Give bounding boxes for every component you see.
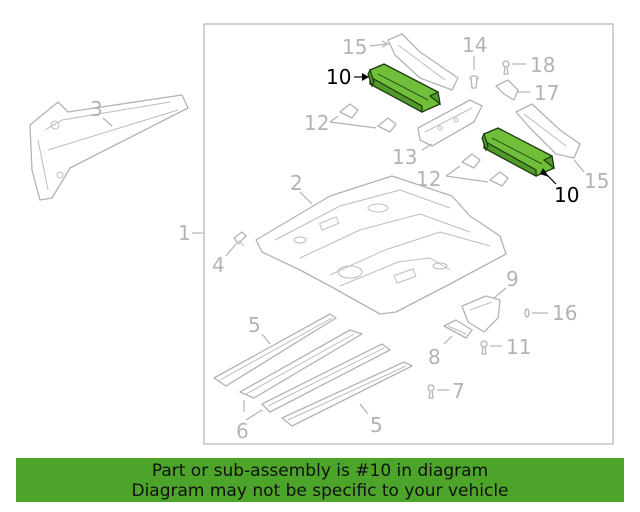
callout-10-top: 10 (326, 65, 351, 89)
leader-13 (421, 143, 433, 151)
part-4-clip (233, 231, 247, 247)
part-3-side-panel (29, 94, 189, 201)
part-16-bolt (524, 308, 530, 318)
callout-3: 3 (90, 97, 103, 121)
leader-10-top-arrow (362, 73, 369, 81)
part-5-rail-top (213, 313, 337, 387)
leader-4 (225, 243, 237, 257)
callout-2: 2 (290, 171, 303, 195)
leader-12-top (329, 115, 377, 129)
part-12-brackets-top (339, 103, 397, 133)
callout-6: 6 (236, 419, 249, 443)
banner-line-1: Part or sub-assembly is #10 in diagram (151, 461, 489, 481)
leader-9 (493, 287, 507, 299)
callout-8: 8 (428, 345, 441, 369)
part-2-floor-pan (255, 175, 507, 315)
part-8-plate (443, 319, 473, 339)
callout-12-top: 12 (304, 111, 329, 135)
part-12-brackets-right (461, 153, 509, 187)
leader-15-right (573, 159, 585, 173)
callout-14: 14 (462, 33, 487, 57)
leader-3 (102, 117, 113, 127)
parts-diagram: 3 1 15 10 14 18 17 (29, 23, 614, 445)
leader-15-top (369, 43, 387, 47)
part-10-bracket-top (367, 63, 441, 114)
leader-5-top (261, 333, 271, 345)
callout-18: 18 (530, 53, 555, 77)
callout-13: 13 (392, 145, 417, 169)
part-15-top (387, 33, 459, 91)
leader-10-right-arrow (540, 168, 549, 177)
callout-17: 17 (534, 81, 559, 105)
part-7-bolt (427, 384, 435, 399)
callout-1: 1 (178, 221, 191, 245)
callout-16: 16 (552, 301, 577, 325)
callout-4: 4 (212, 253, 225, 277)
info-banner: Part or sub-assembly is #10 in diagram D… (16, 458, 624, 502)
callout-15-top: 15 (342, 35, 367, 59)
part-17-clip (495, 79, 519, 101)
callout-7: 7 (452, 379, 465, 403)
leader-6 (243, 400, 263, 421)
part-14-bolt (469, 75, 479, 89)
part-5-rail-bottom (281, 361, 413, 427)
banner-line-2: Diagram may not be specific to your vehi… (131, 481, 509, 501)
part-11-bolt (480, 340, 488, 355)
diagram-frame (203, 23, 614, 445)
callout-10-right: 10 (554, 183, 579, 207)
callout-15-right: 15 (584, 169, 609, 193)
leader-5-bottom (359, 403, 369, 415)
callout-5-bottom: 5 (370, 413, 383, 437)
part-9-bracket (461, 295, 501, 333)
part-15-right (515, 103, 581, 159)
callout-11: 11 (506, 335, 531, 359)
leader-8 (443, 335, 453, 345)
leader-2 (299, 191, 313, 205)
leader-15-top-arrow (381, 40, 390, 48)
part-6-rail (239, 329, 391, 413)
part-13-crossmember (417, 99, 483, 147)
leader-12-right (445, 165, 489, 183)
callout-5-top: 5 (248, 313, 261, 337)
part-10-bracket-right (481, 127, 555, 178)
part-18-screw (502, 60, 510, 75)
callout-9: 9 (506, 267, 519, 291)
